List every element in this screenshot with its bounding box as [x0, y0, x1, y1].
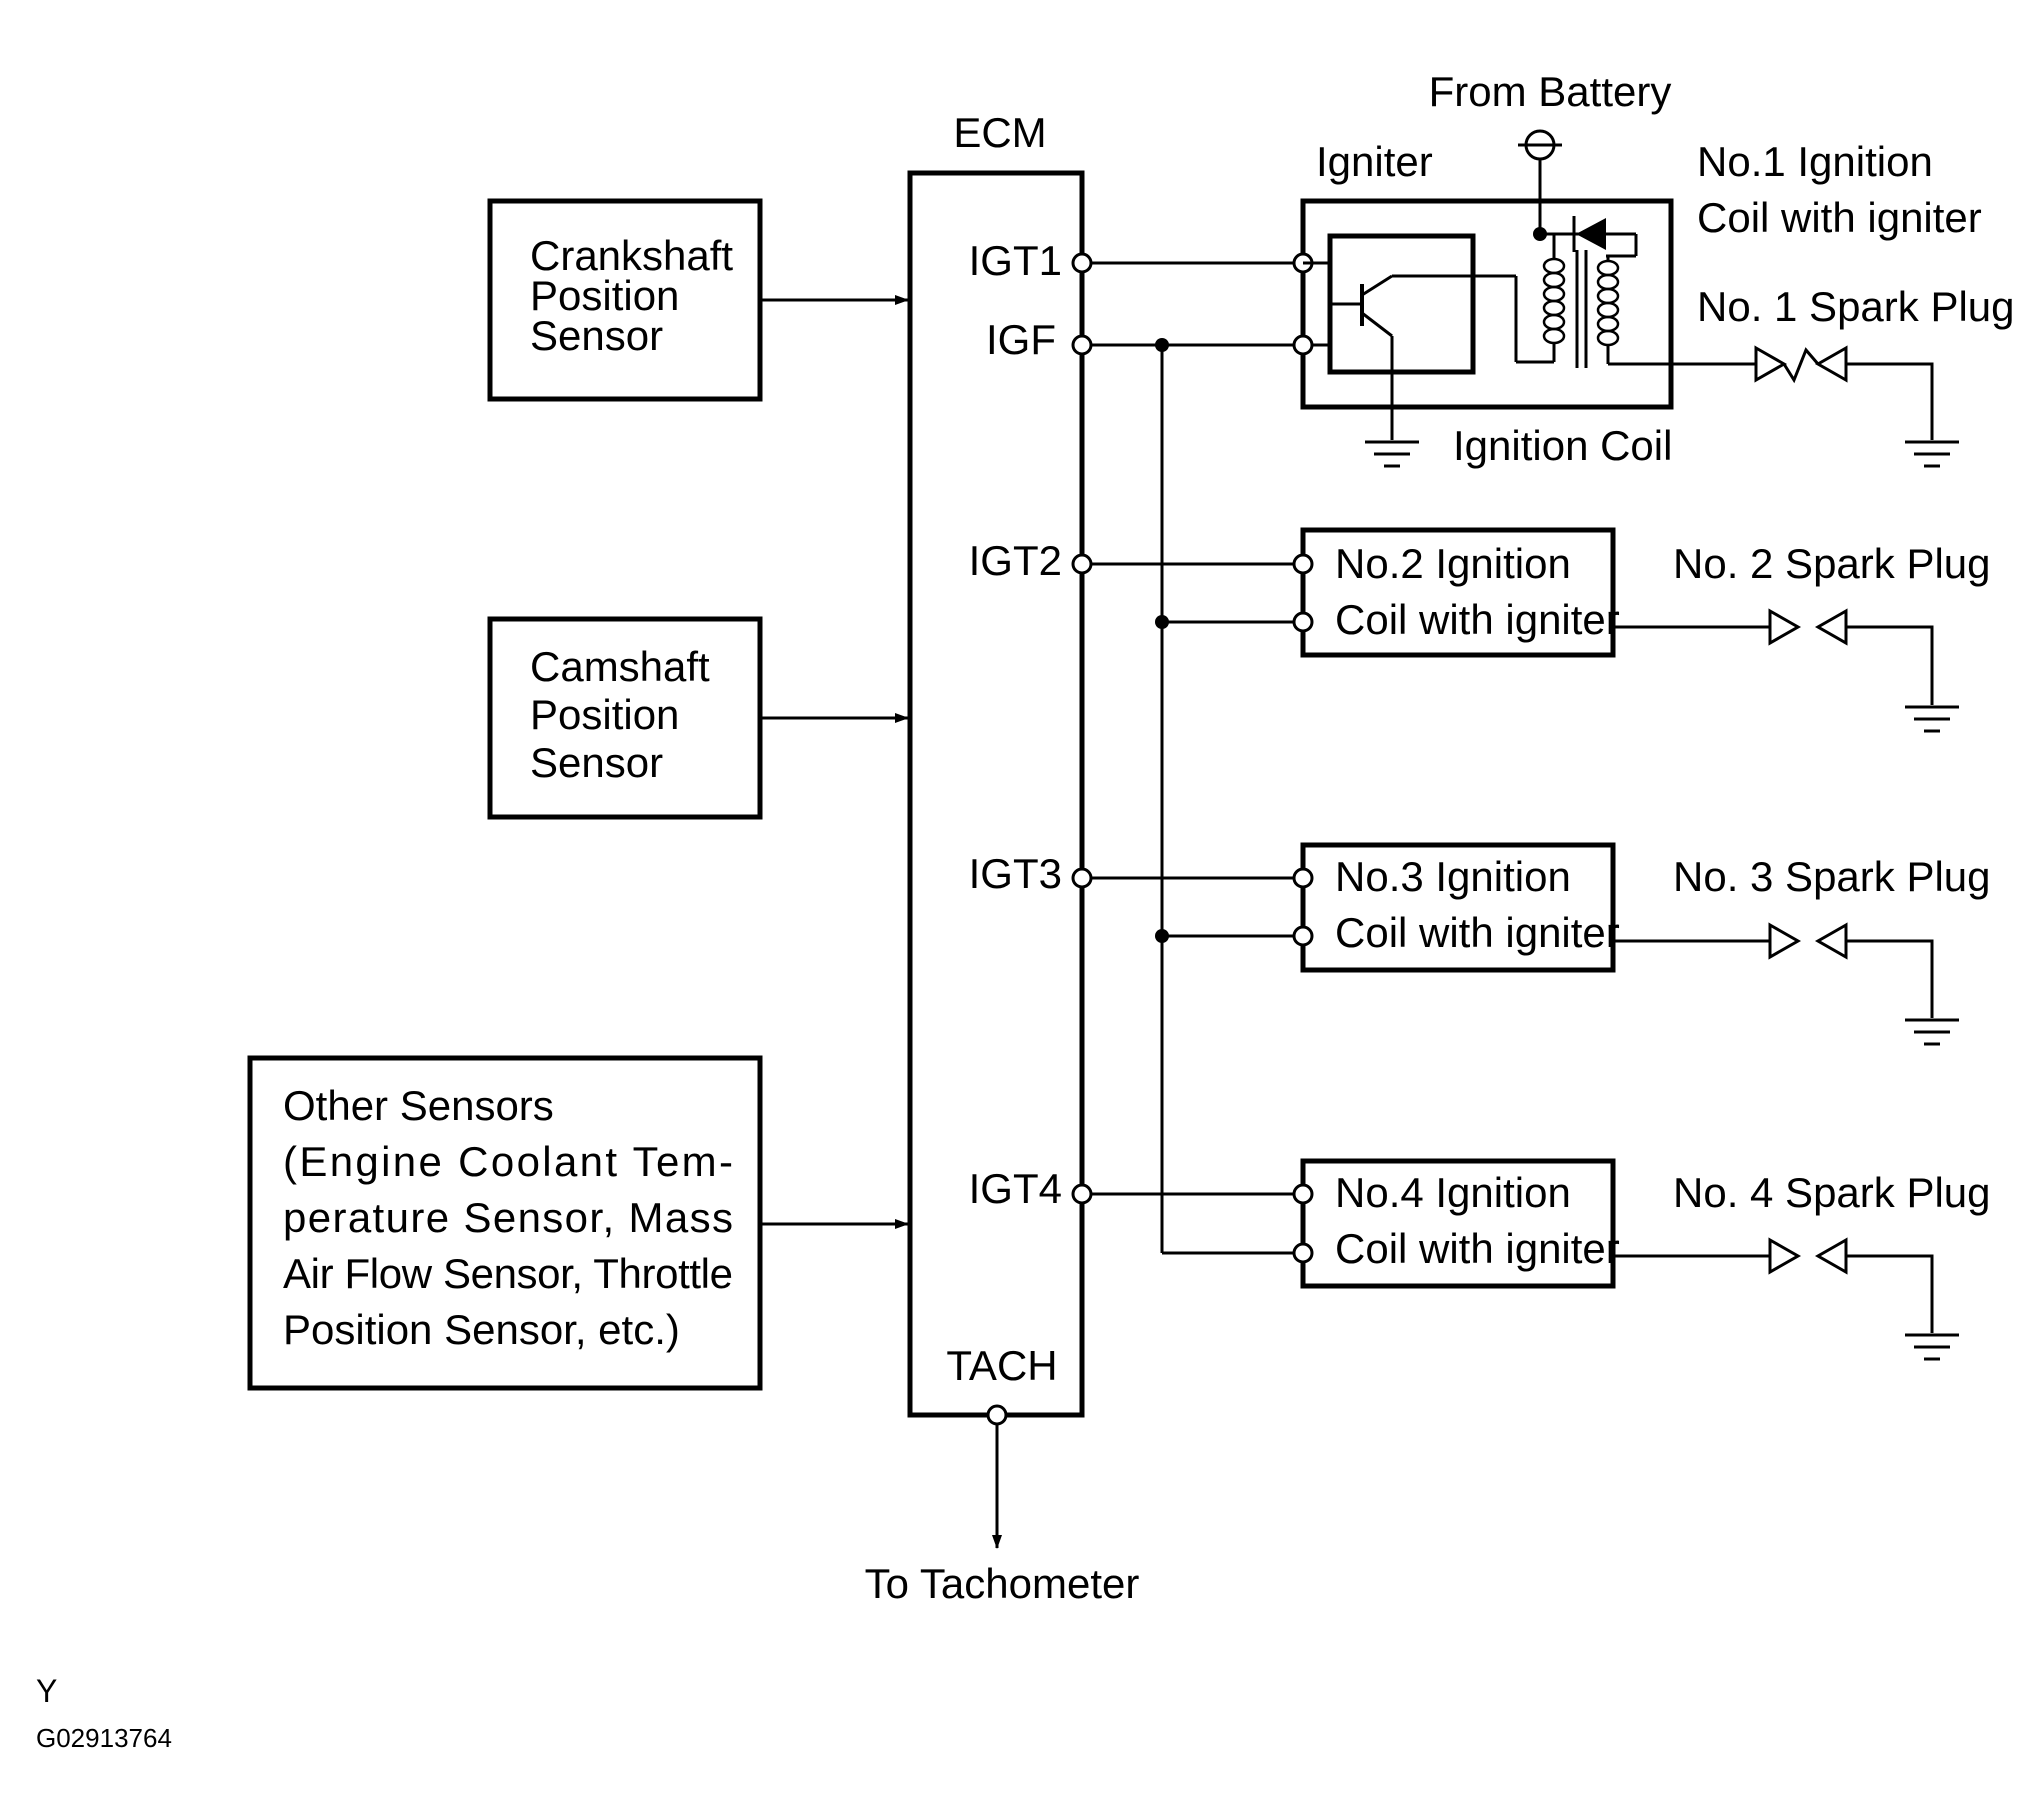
from-battery-label: From Battery — [1429, 68, 1672, 115]
spark-plug-4-electrode-b — [1814, 1237, 1848, 1275]
pin-igt3-label: IGT3 — [969, 850, 1062, 897]
crankshaft-line-2: Position — [530, 272, 679, 319]
crankshaft-line-1: Crankshaft — [530, 232, 733, 279]
spark-plug-1-electrode-a — [1754, 345, 1788, 383]
spark-plug-2-label: No. 2 Spark Plug — [1673, 540, 1991, 587]
spark-plug-1-spark-icon — [1782, 347, 1820, 384]
spark-plug-1-ground-wire — [1846, 362, 1934, 440]
crankshaft-line-3: Sensor — [530, 312, 663, 359]
secondary-winding-icon — [1596, 256, 1671, 366]
coil-2-title-line-2: Coil with igniter — [1335, 596, 1620, 643]
igniter-label: Igniter — [1316, 138, 1433, 185]
coil-2-assembly: No.2 Ignition Coil with igniter No. 2 Sp… — [1292, 527, 1991, 733]
other-sensors-line-2: (Engine Coolant Tem- — [283, 1138, 733, 1185]
other-sensors-line-4: Air Flow Sensor, Throttle — [283, 1250, 733, 1297]
ecm-terminal-igf — [1071, 334, 1093, 356]
ecm-terminal-igt2 — [1071, 553, 1093, 575]
ecm-wiring — [1071, 252, 1303, 1255]
coil-2-terminal-igf — [1292, 611, 1314, 633]
tach-output-label: To Tachometer — [865, 1560, 1140, 1607]
ecm-block: ECM IGT1 IGF IGT2 IGT3 IGT4 TACH — [907, 109, 1085, 1418]
spark-plug-3-label: No. 3 Spark Plug — [1673, 853, 1991, 900]
primary-winding-icon — [1542, 234, 1566, 362]
coil-4-title-line-2: Coil with igniter — [1335, 1225, 1620, 1272]
ground-icon-plug-1 — [1905, 440, 1959, 468]
coil-2-title-line-1: No.2 Ignition — [1335, 540, 1571, 587]
ground-icon-plug-4 — [1905, 1333, 1959, 1361]
spark-plug-3-ground-wire — [1846, 939, 1934, 1018]
other-sensors-line-5: Position Sensor, etc.) — [283, 1306, 680, 1353]
spark-plug-2-electrode-b — [1814, 608, 1848, 646]
spark-plug-4-ground-wire — [1846, 1254, 1934, 1333]
camshaft-line-2: Position — [530, 691, 679, 738]
coil-1-title-line-2: Coil with igniter — [1697, 194, 1982, 241]
pin-igt1-label: IGT1 — [969, 237, 1062, 284]
coil-3-terminal-igf — [1292, 925, 1314, 947]
coil-2-terminal-igt — [1292, 553, 1314, 575]
other-sensors: Other Sensors (Engine Coolant Tem- perat… — [247, 1055, 763, 1391]
pin-igt4-label: IGT4 — [969, 1165, 1062, 1212]
ground-icon-plug-3 — [1905, 1018, 1959, 1046]
crankshaft-sensor: Crankshaft Position Sensor — [487, 198, 763, 402]
coil-2-box — [1300, 527, 1616, 658]
igf-junction-1 — [1155, 338, 1169, 352]
pin-tach-label: TACH — [946, 1342, 1057, 1389]
coil-1-assembly: From Battery Igniter No.1 Ignition Coil … — [1292, 68, 2015, 469]
igf-junction-2 — [1155, 615, 1169, 629]
coil-3-assembly: No.3 Ignition Coil with igniter No. 3 Sp… — [1292, 842, 1991, 1046]
other-sensors-line-1: Other Sensors — [283, 1082, 554, 1129]
spark-plug-1-label: No. 1 Spark Plug — [1697, 283, 2015, 330]
spark-plug-3-electrode-b — [1814, 922, 1848, 960]
coil-3-terminal-igt — [1292, 867, 1314, 889]
ecm-terminal-tach — [986, 1404, 1008, 1426]
coil-1-terminal-igf — [1292, 334, 1314, 356]
coil-4-title-line-1: No.4 Ignition — [1335, 1169, 1571, 1216]
transistor-emitter — [1361, 311, 1393, 338]
ground-icon-plug-2 — [1905, 705, 1959, 733]
coil-3-title-line-1: No.3 Ignition — [1335, 853, 1571, 900]
spark-plug-4-electrode-a — [1768, 1237, 1802, 1275]
coil-1-title-line-1: No.1 Ignition — [1697, 138, 1933, 185]
pin-igt2-label: IGT2 — [969, 537, 1062, 584]
other-sensors-line-3: perature Sensor, Mass — [283, 1194, 733, 1241]
camshaft-line-1: Camshaft — [530, 643, 710, 690]
coil-4-terminal-igt — [1292, 1183, 1314, 1205]
coil-3-title-line-2: Coil with igniter — [1335, 909, 1620, 956]
ignition-coil-label: Ignition Coil — [1453, 422, 1672, 469]
spark-plug-2-ground-wire — [1846, 625, 1934, 705]
transistor-collector — [1361, 274, 1393, 297]
pin-igf-label: IGF — [986, 316, 1056, 363]
coil-4-assembly: No.4 Ignition Coil with igniter No. 4 Sp… — [1292, 1158, 1991, 1361]
diode-icon — [1576, 218, 1606, 250]
ground-icon-igniter — [1365, 440, 1419, 468]
coil-1-box — [1300, 198, 1674, 410]
figure-id: G02913764 — [36, 1723, 172, 1753]
footer-code: Y — [36, 1673, 57, 1709]
camshaft-sensor: Camshaft Position Sensor — [487, 616, 763, 820]
coil-3-box — [1300, 842, 1616, 973]
ecm-terminal-igt3 — [1071, 867, 1093, 889]
tach-output: To Tachometer — [865, 1404, 1140, 1607]
ecm-terminal-igt1 — [1071, 252, 1093, 274]
igf-junction-3 — [1155, 929, 1169, 943]
spark-plug-3-electrode-a — [1768, 922, 1802, 960]
ecm-title: ECM — [953, 109, 1046, 156]
spark-plug-1-electrode-b — [1814, 345, 1848, 383]
coil-4-terminal-igf — [1292, 1242, 1314, 1264]
coil-4-box — [1300, 1158, 1616, 1289]
ecm-terminal-igt4 — [1071, 1183, 1093, 1205]
spark-plug-2-electrode-a — [1768, 608, 1802, 646]
camshaft-line-3: Sensor — [530, 739, 663, 786]
spark-plug-4-label: No. 4 Spark Plug — [1673, 1169, 1991, 1216]
